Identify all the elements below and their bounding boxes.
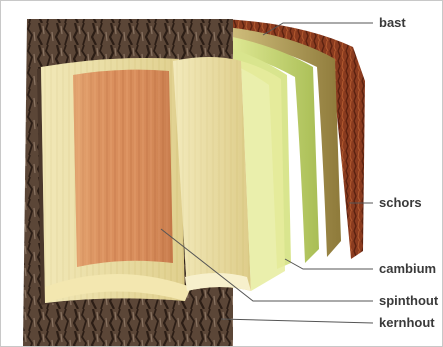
label-spinthout: spinthout <box>379 293 439 308</box>
label-bast: bast <box>379 15 406 30</box>
label-schors: schors <box>379 195 422 210</box>
label-cambium: cambium <box>379 261 436 276</box>
label-kernhout: kernhout <box>379 315 435 330</box>
